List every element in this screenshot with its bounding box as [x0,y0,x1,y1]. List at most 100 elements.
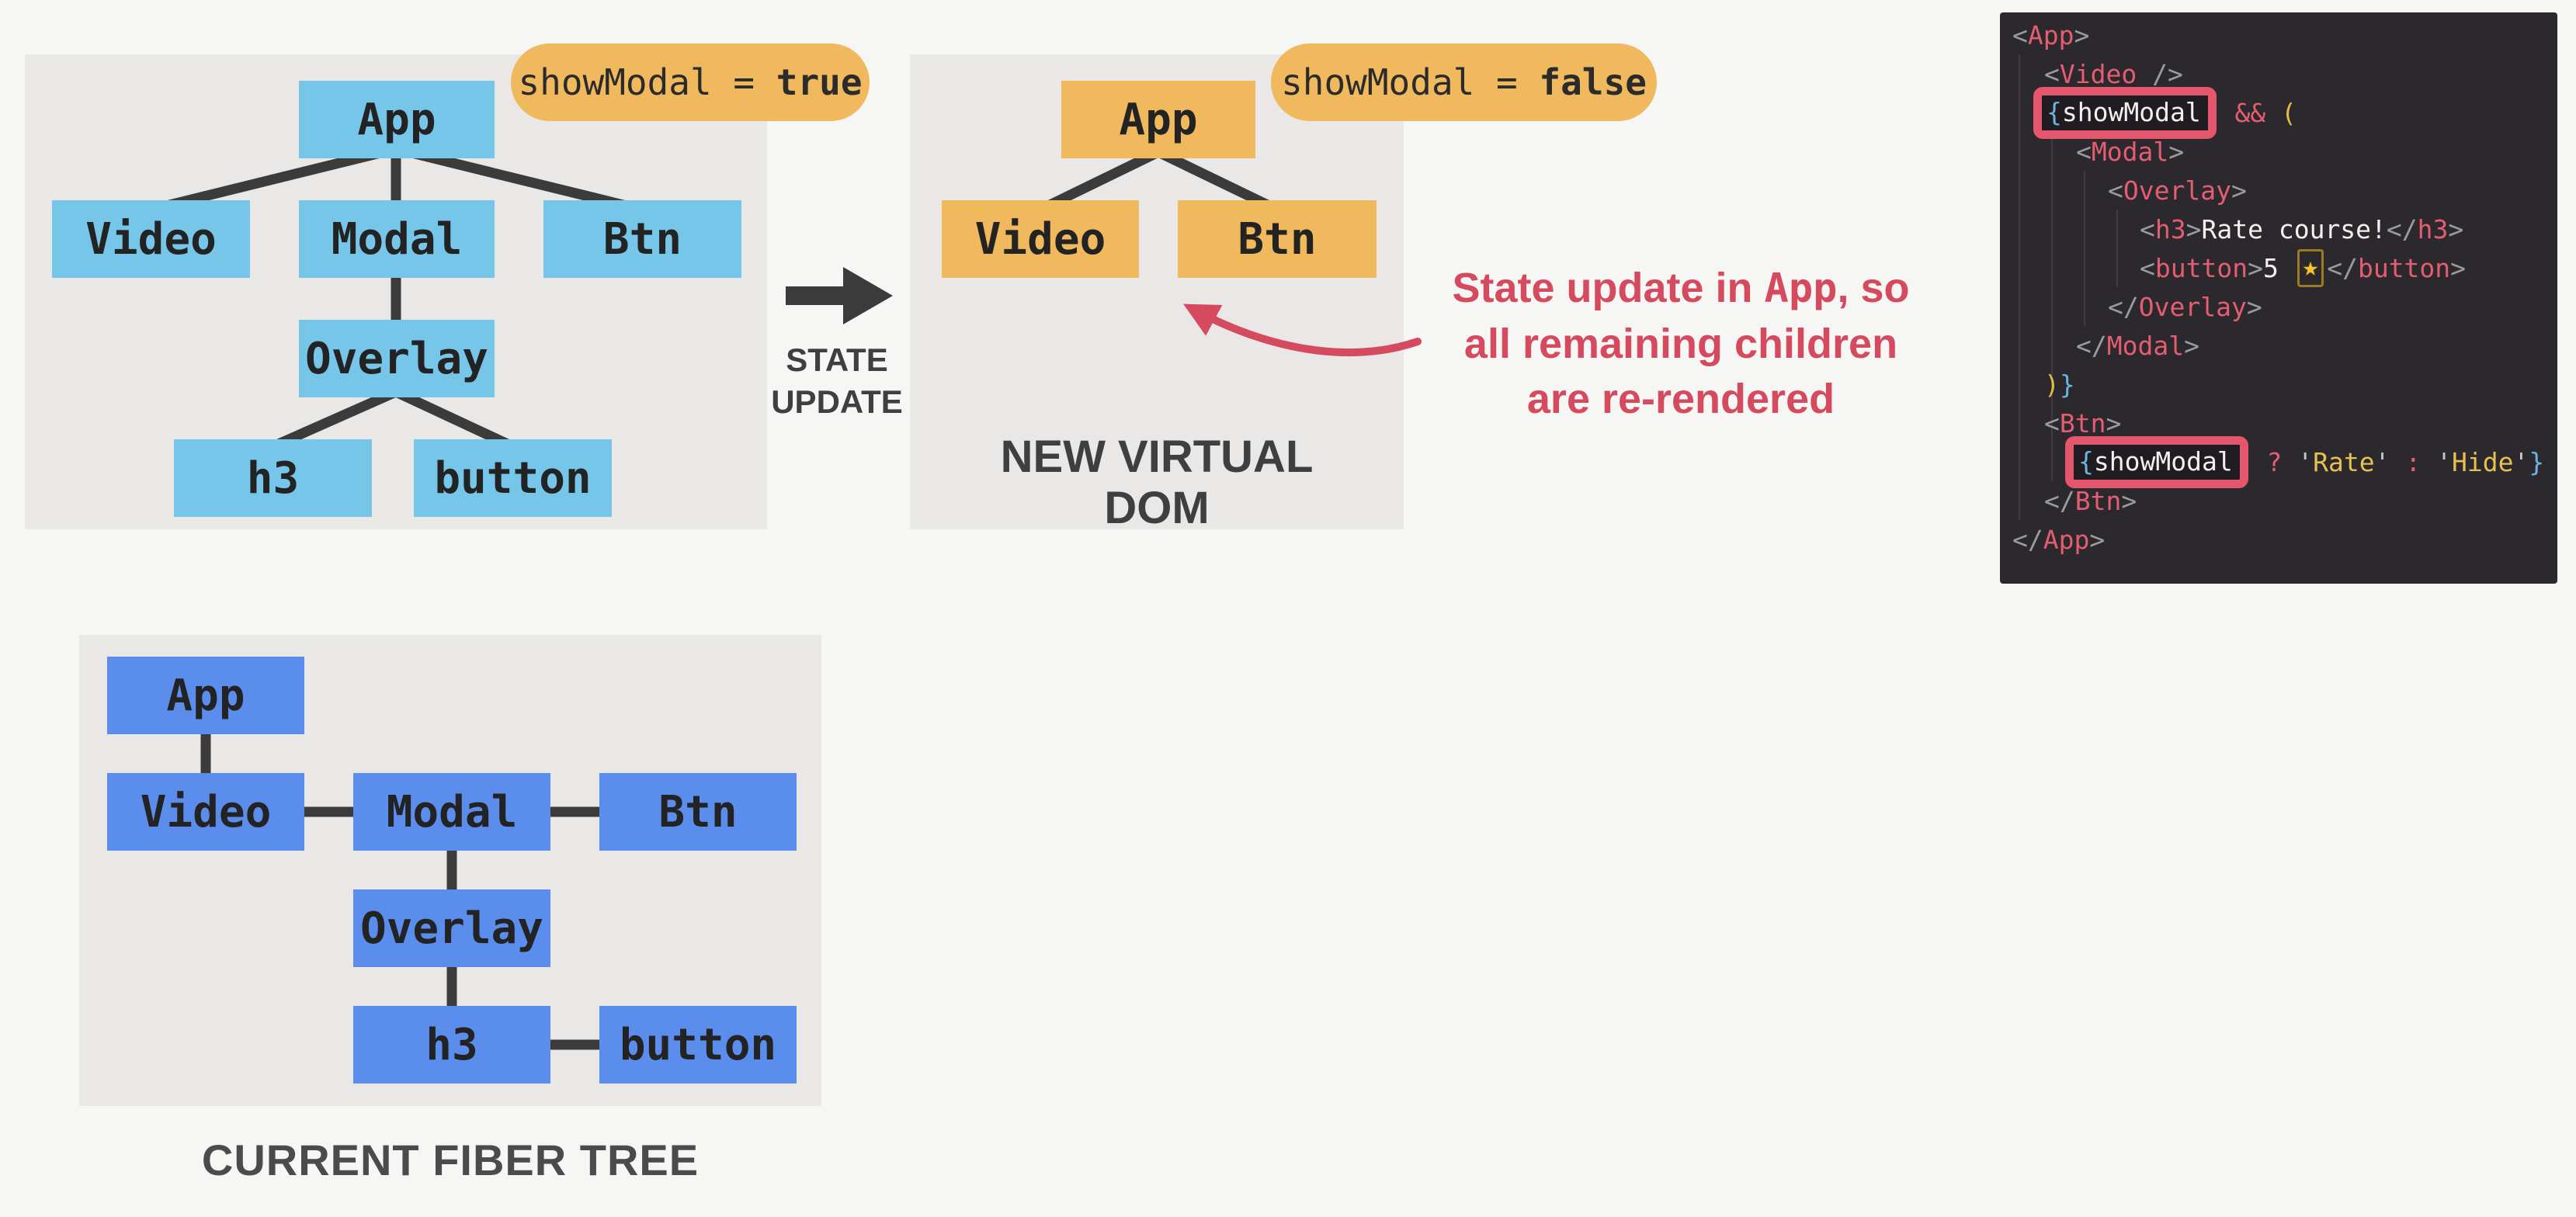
code-line: </Modal> [2000,326,2557,365]
code-token: > [2448,213,2464,244]
code-token: > [2248,252,2263,283]
old-tree-node-button: button [414,439,612,517]
code-token: > [2450,252,2467,283]
code-token: showModal [2093,446,2233,477]
annotation-line2: all remaining children [1463,321,1898,367]
show-modal-false-badge: showModal = false [1271,43,1657,121]
badge-value: true [776,61,863,103]
star-icon: ★ [2297,248,2324,287]
code-token: /> [2137,58,2183,89]
code-token: ? [2251,446,2298,477]
code-token: < [2108,175,2123,206]
code-token: ' [2513,446,2529,477]
badge-prefix: showModal = [518,61,776,103]
state-update-label: STATE UPDATE [738,339,936,423]
code-token: ) [2044,369,2060,400]
code-token: ' [2297,446,2314,477]
code-token: h3 [2154,213,2186,244]
code-token: Video [2059,58,2137,89]
annotation-code-word: App [1764,265,1838,312]
code-token: > [2106,407,2122,439]
code-token: </ [2044,485,2075,516]
code-token: < [2140,213,2155,244]
caption-line2: DOM [1104,483,1210,533]
fiber-node-overlay: Overlay [353,889,550,967]
code-token: { [2047,96,2062,127]
code-line: <App> [2000,16,2557,54]
code-token: </ [2327,252,2358,283]
fiber-node-modal: Modal [353,773,550,851]
code-token: </ [2012,524,2043,555]
code-token: ' [2374,446,2390,477]
code-line: <Btn> [2000,404,2557,442]
old-tree-node-btn: Btn [543,200,741,278]
code-token: > [2074,19,2090,50]
code-token: < [2140,252,2155,283]
show-modal-highlight-box: {showModal [2033,86,2217,139]
code-line: <h3>Rate course!</h3> [2000,210,2557,248]
code-token: showModal [2061,96,2201,127]
current-fiber-tree-caption: CURRENT FIBER TREE [201,1136,700,1184]
code-line: <button>5 ★</button> [2000,248,2557,287]
code-token: { [2078,446,2094,477]
code-token: > [2089,524,2106,555]
code-token: > [2168,136,2185,167]
code-token: App [2043,524,2090,555]
old-tree-node-overlay: Overlay [299,320,495,397]
code-token: </ [2386,213,2418,244]
state-update-line2: UPDATE [771,383,903,420]
code-line: <Video /> [2000,54,2557,93]
state-update-line1: STATE [786,342,888,378]
code-token: Btn [2059,407,2106,439]
code-token: < [2076,136,2092,167]
code-token: Btn [2074,485,2122,516]
fiber-node-button: button [599,1006,797,1084]
old-tree-node-h3: h3 [174,439,372,517]
code-token: Hide [2452,446,2514,477]
indent-guide [2051,132,2053,481]
annotation-line1: State update in App, so [1452,265,1910,312]
code-line: </App> [2000,520,2557,559]
code-token: && [2219,97,2282,128]
code-token: button [2357,252,2451,283]
code-token: </ [2076,330,2107,361]
show-modal-true-badge: showModal = true [511,43,870,121]
old-tree-node-video: Video [52,200,250,278]
badge-prefix: showModal = [1281,61,1540,103]
code-token: < [2012,19,2028,50]
old-tree-node-app: App [299,81,495,158]
indent-guide [2116,210,2118,287]
show-modal-highlight-box: {showModal [2065,435,2248,488]
code-line: </Overlay> [2000,287,2557,326]
code-line: <Modal> [2000,132,2557,171]
code-token: </ [2108,291,2139,322]
jsx-code-panel: <App><Video />{showModal && (<Modal><Ove… [2000,12,2557,584]
new-virtual-dom-caption: NEW VIRTUAL DOM [910,432,1404,534]
code-token: Overlay [2123,175,2231,206]
code-line: <Overlay> [2000,171,2557,210]
indent-guide [2019,54,2020,520]
code-token: > [2231,175,2247,206]
code-token: ( [2281,97,2297,128]
code-token: button [2154,252,2248,283]
code-token: : [2390,446,2437,477]
annotation-line3: are re-rendered [1526,376,1835,422]
code-token: Rate course! [2201,213,2387,244]
code-token: 5 [2262,252,2294,283]
code-token: Rate [2313,446,2375,477]
code-token: > [2246,291,2262,322]
fiber-node-btn: Btn [599,773,797,851]
badge-value: false [1539,61,1647,103]
fiber-node-app: App [107,657,304,734]
new-tree-node-app: App [1061,81,1255,158]
code-token: > [2185,213,2202,244]
caption-line1: NEW VIRTUAL [1000,432,1314,482]
old-tree-node-modal: Modal [299,200,495,278]
code-line: {showModal && ( [2000,86,2557,139]
new-tree-node-btn: Btn [1178,200,1377,278]
code-line: </Btn> [2000,481,2557,520]
code-lines: <App><Video />{showModal && (<Modal><Ove… [2000,16,2557,559]
code-token: ' [2436,446,2453,477]
code-token: App [2027,19,2074,50]
